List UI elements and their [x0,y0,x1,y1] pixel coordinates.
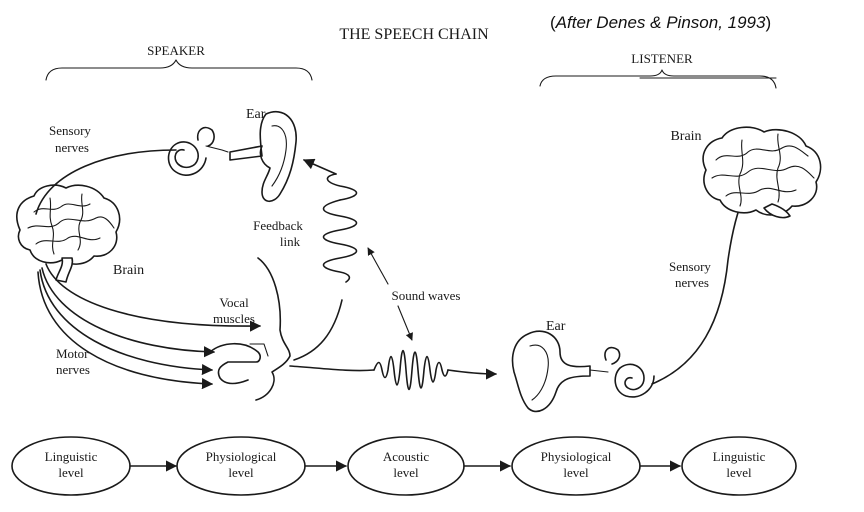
citation-close-paren: ) [765,13,771,32]
level-5-line2: level [726,465,752,480]
listener-sensory-label-line1: Sensory [669,259,711,274]
listener-ear-icon [513,331,590,411]
speaker-brain-icon [17,185,120,282]
motor-nerve-2 [42,268,214,352]
feedback-label-line2: link [280,234,301,249]
level-2-line1: Physiological [206,449,277,464]
speaker-sensory-label: Sensory [49,123,91,138]
feedback-arrow [304,160,336,174]
sound-waves-pointer-down [398,306,412,340]
listener-sensory-label-line2: nerves [675,275,709,290]
vocal-muscles-label-line2: muscles [213,311,255,326]
speaker-ear-label: Ear [246,107,266,122]
level-linguistic-listener: Linguistic level [682,437,796,495]
level-1-line2: level [58,465,84,480]
feedback-wave [324,200,357,282]
level-linguistic-speaker: Linguistic level [12,437,130,495]
citation: (After Denes & Pinson, 1993) [550,13,771,32]
speaker-ear-icon [230,112,296,202]
listener-heading: LISTENER [631,51,693,66]
feedback-loop-line [294,300,342,360]
listener-ear-label: Ear [546,319,566,334]
motor-nerves-label-line1: Motor [56,346,89,361]
speaker-cochlea-icon [169,128,229,176]
level-4-line1: Physiological [541,449,612,464]
speaker-heading: SPEAKER [147,43,205,58]
speaker-brace [46,60,312,80]
level-5-line1: Linguistic [713,449,766,464]
speaker-brain-label: Brain [113,263,144,278]
listener-brain-label: Brain [670,129,701,144]
level-3-line2: level [393,465,419,480]
feedback-label-line1: Feedback [253,218,303,233]
motor-nerves-label-line2: nerves [56,362,90,377]
listener-brace [540,70,776,88]
sound-path-right [448,370,496,374]
level-acoustic: Acoustic level [348,437,464,495]
feedback-wave-upper [327,174,356,200]
listener-sensory-nerve [652,196,744,384]
diagram-title: THE SPEECH CHAIN [339,26,489,43]
listener-brain-icon [703,127,820,217]
level-3-line1: Acoustic [383,449,429,464]
level-1-line1: Linguistic [45,449,98,464]
sound-waves-pointer-up [368,248,388,284]
level-2-line2: level [228,465,254,480]
sound-path-left [290,366,374,371]
vocal-tract-icon [210,258,290,400]
sound-waves-label: Sound waves [392,288,461,303]
sound-wave [374,351,448,390]
level-physiological-speaker: Physiological level [177,437,305,495]
speaker-sensory-label-line1: Sensory [49,123,91,138]
level-physiological-listener: Physiological level [512,437,640,495]
citation-text: After Denes & Pinson, 1993 [555,13,766,32]
speaker-sensory-label-2: nerves [55,140,89,155]
listener-cochlea-icon [590,348,654,397]
level-4-line2: level [563,465,589,480]
vocal-muscles-label-line1: Vocal [219,295,249,310]
levels-row: Linguistic level Physiological level Aco… [12,437,796,495]
